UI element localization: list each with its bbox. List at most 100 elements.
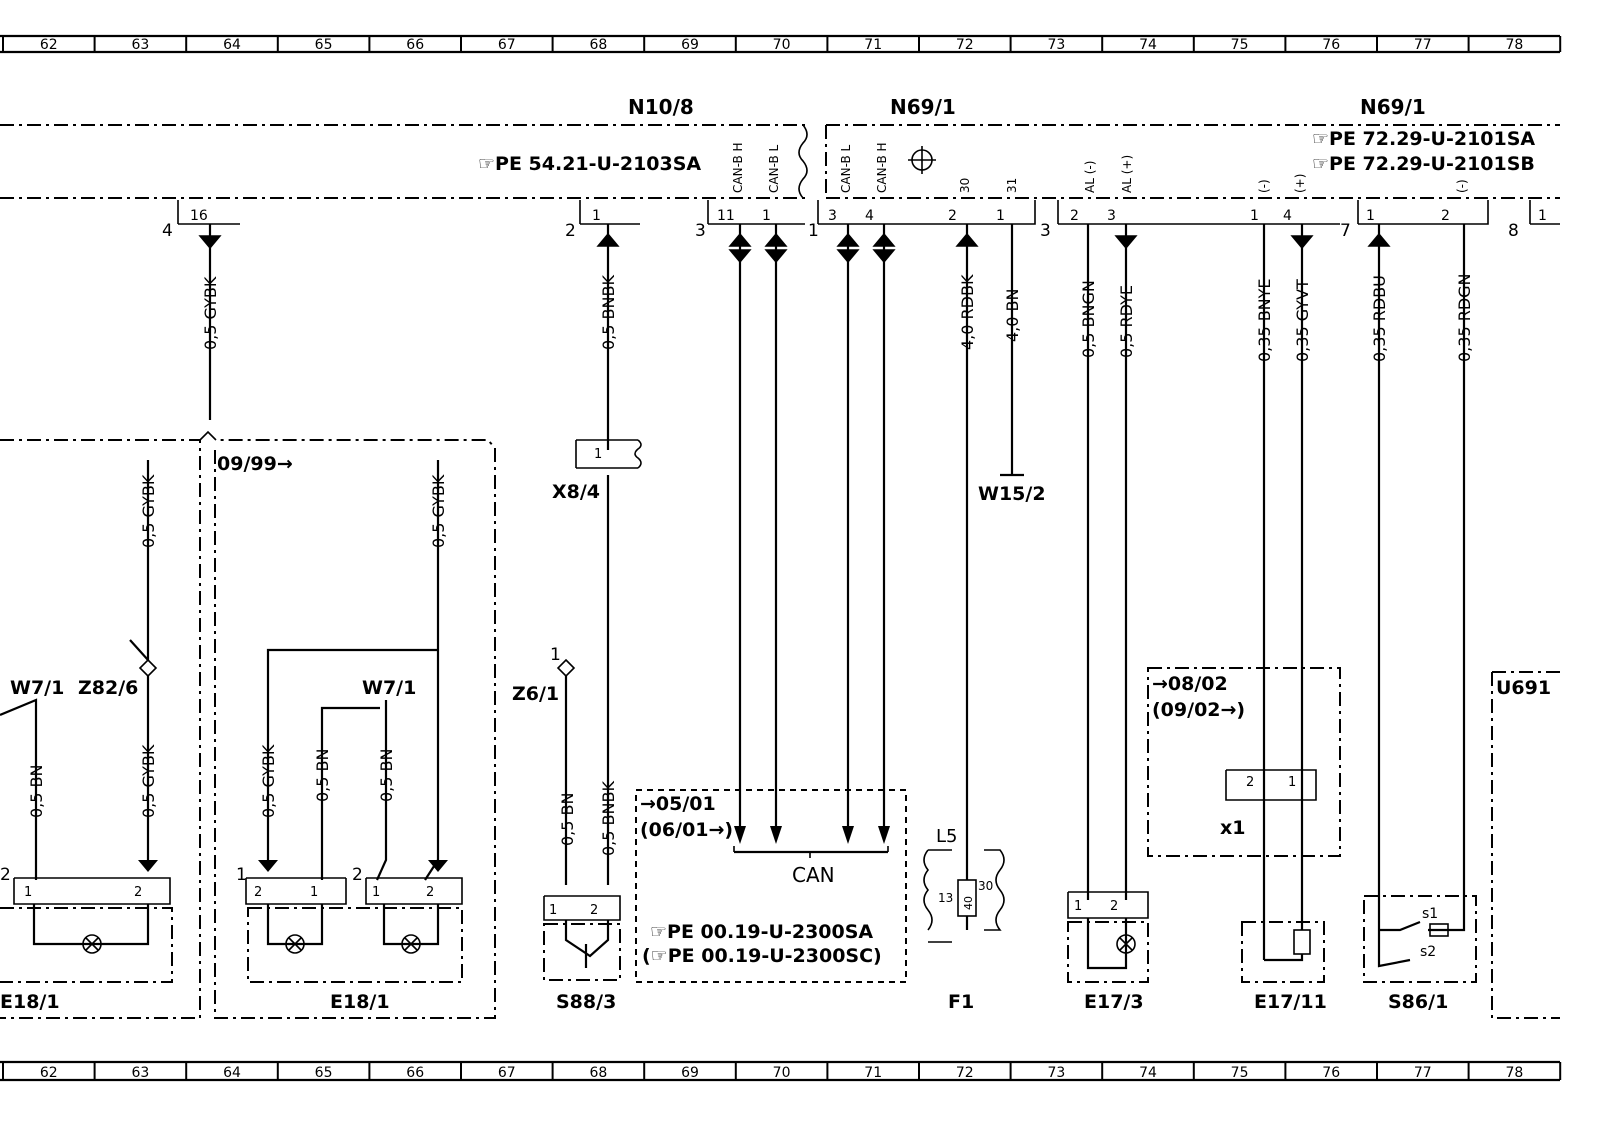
svg-text:1: 1 [310, 885, 318, 900]
grid-column-label-top: 75 [1231, 37, 1249, 53]
n10-8-label: N10/8 [628, 95, 694, 119]
svg-text:13: 13 [938, 891, 953, 905]
grid-ruler-bottom [0, 1060, 1560, 1082]
e18-1-lamp-right: 1 2 1 2 1 2 E18/1 [236, 865, 463, 1013]
svg-text:S86/1: S86/1 [1388, 991, 1448, 1013]
svg-text:1: 1 [236, 865, 247, 885]
svg-text:(09/02→): (09/02→) [1152, 699, 1245, 721]
svg-text:2: 2 [1441, 208, 1450, 224]
svg-text:8: 8 [1508, 221, 1519, 241]
grid-column-label-top: 74 [1139, 37, 1157, 53]
svg-text:4: 4 [865, 208, 874, 224]
svg-text:1: 1 [762, 208, 771, 224]
grid-column-label-top: 67 [498, 37, 516, 53]
wire-labels: 0,5 GYBK 0,5 BNBK 4,0 RDBK 4,0 BN 0,5 BN… [201, 273, 1474, 362]
svg-text:2: 2 [0, 865, 11, 885]
u691-frame: U691 [1491, 671, 1560, 1019]
w7-1-label-right: W7/1 [362, 677, 416, 699]
connector-x8-4: 1 X8/4 [552, 439, 642, 503]
svg-text:4: 4 [1283, 208, 1292, 224]
grid-column-label-top: 66 [406, 37, 424, 53]
grid-column-label-bottom: 75 [1231, 1065, 1249, 1081]
svg-text:E18/1: E18/1 [330, 991, 390, 1013]
svg-text:(+): (+) [1293, 174, 1307, 193]
svg-text:U691: U691 [1496, 677, 1551, 699]
svg-text:CAN-B L: CAN-B L [767, 144, 781, 193]
grid-column-label-bottom: 71 [864, 1065, 882, 1081]
svg-text:AL (-): AL (-) [1083, 161, 1097, 193]
svg-text:2: 2 [1246, 775, 1254, 790]
grid-column-label-top: 72 [956, 37, 974, 53]
svg-text:0,5 BNBK: 0,5 BNBK [599, 781, 618, 856]
svg-text:2: 2 [948, 208, 957, 224]
grid-column-label-bottom: 74 [1139, 1065, 1157, 1081]
svg-text:1: 1 [24, 885, 32, 900]
svg-text:1: 1 [1250, 208, 1259, 224]
splice-z6-1-icon: 1 Z6/1 [512, 645, 576, 885]
grid-column-label-bottom: 62 [40, 1065, 58, 1081]
x1-dotted-box: →08/02 (09/02→) 2 1 x1 [1147, 667, 1341, 857]
grid-column-label-top: 63 [131, 37, 149, 53]
svg-text:(-): (-) [1455, 179, 1469, 193]
date-09-99: 09/99→ [217, 453, 293, 475]
svg-text:s1: s1 [1422, 906, 1438, 922]
svg-text:3: 3 [1107, 208, 1116, 224]
svg-text:0,5 BNBK: 0,5 BNBK [599, 275, 618, 350]
grid-column-label-top: 73 [1047, 37, 1065, 53]
svg-text:0,5 GYBK: 0,5 GYBK [429, 474, 448, 548]
svg-text:16: 16 [190, 208, 208, 224]
grid-column-label-bottom: 66 [406, 1065, 424, 1081]
svg-text:0,35 BNYE: 0,35 BNYE [1255, 278, 1274, 362]
grid-column-label-bottom: 64 [223, 1065, 241, 1081]
can-label: CAN [792, 863, 835, 887]
pin-signal-labels: CAN-B H CAN-B L CAN-B L CAN-B H 30 31 AL… [731, 142, 1469, 193]
svg-text:CAN-B L: CAN-B L [839, 144, 853, 193]
z82-6-label: Z82/6 [78, 677, 138, 699]
svg-text:s2: s2 [1420, 944, 1436, 960]
x1-label: x1 [1220, 817, 1245, 839]
svg-text:1: 1 [549, 903, 557, 918]
control-unit-n10-8 [0, 124, 808, 199]
lamp-connector-arrows [138, 860, 448, 872]
svg-text:7: 7 [1340, 221, 1351, 241]
grid-column-label-bottom: 72 [956, 1065, 974, 1081]
pe-reference-72-sb: ☞PE 72.29-U-2101SB [1312, 153, 1535, 175]
svg-text:X8/4: X8/4 [552, 481, 600, 503]
w15-2-label: W15/2 [978, 483, 1046, 505]
s88-3-switch: 1 2 S88/3 [543, 895, 621, 1013]
svg-text:→08/02: →08/02 [1152, 673, 1228, 695]
svg-text:CAN-B H: CAN-B H [731, 142, 745, 193]
svg-text:2: 2 [426, 885, 434, 900]
svg-text:E17/3: E17/3 [1084, 991, 1144, 1013]
svg-text:0,5 BN: 0,5 BN [313, 749, 332, 802]
svg-text:40: 40 [962, 896, 975, 910]
svg-text:0,5 GYBK: 0,5 GYBK [201, 276, 220, 350]
grid-column-label-top: 62 [40, 37, 58, 53]
svg-text:4: 4 [162, 221, 173, 241]
svg-text:1: 1 [1366, 208, 1375, 224]
svg-text:1: 1 [592, 208, 601, 224]
svg-text:1: 1 [1288, 775, 1296, 790]
f1-label: F1 [948, 991, 974, 1013]
svg-text:0,5 RDYE: 0,5 RDYE [1117, 285, 1136, 358]
svg-text:(-): (-) [1257, 179, 1271, 193]
pe-reference-54: ☞PE 54.21-U-2103SA [478, 153, 701, 175]
grid-column-label-top: 77 [1414, 37, 1432, 53]
svg-text:4,0 RDBK: 4,0 RDBK [958, 274, 977, 350]
svg-text:CAN-B H: CAN-B H [875, 142, 889, 193]
l5-label: L5 [936, 826, 957, 847]
svg-text:0,35 RDGN: 0,35 RDGN [1455, 273, 1474, 362]
svg-text:AL (+): AL (+) [1120, 155, 1134, 193]
grid-column-label-bottom: 67 [498, 1065, 516, 1081]
e18-1-wiring [0, 460, 440, 881]
grid-column-label-top: 71 [864, 37, 882, 53]
control-unit-n69-1 [825, 124, 1560, 199]
svg-text:3: 3 [695, 221, 706, 241]
svg-text:E18/1: E18/1 [0, 991, 60, 1013]
grid-column-label-bottom: 77 [1414, 1065, 1432, 1081]
grid-column-label-top: 70 [773, 37, 791, 53]
grid-column-label-bottom: 70 [773, 1065, 791, 1081]
e17-11-sensor: E17/11 [1241, 921, 1327, 1013]
grid-column-label-bottom: 76 [1322, 1065, 1340, 1081]
svg-text:1: 1 [550, 645, 561, 665]
